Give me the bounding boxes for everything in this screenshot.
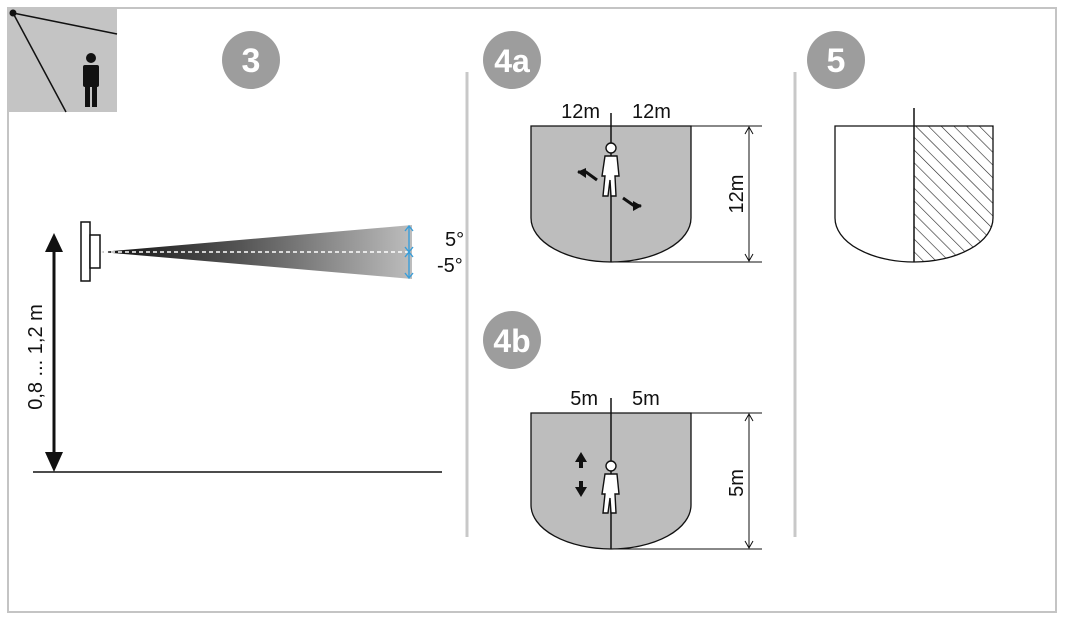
range-4a-depth: 12m <box>726 175 748 214</box>
step-badge-4b: 4b <box>483 311 541 369</box>
mounting-height-label: 0,8 ... 1,2 m <box>25 304 47 410</box>
step-badge-3: 3 <box>222 31 280 89</box>
walk-arrows-toward <box>575 452 587 497</box>
step-badge-5: 5 <box>807 31 865 89</box>
step-badge-4a: 4a <box>483 31 541 89</box>
ceiling-detector-person-icon <box>9 9 118 113</box>
height-arrow-top <box>45 233 63 252</box>
detection-beam <box>101 225 412 279</box>
height-arrow-bottom <box>45 452 63 472</box>
wall-sensor-icon <box>80 221 101 282</box>
svg-text:4b: 4b <box>493 323 530 359</box>
masking-zone <box>834 108 994 263</box>
angle-down-label: -5° <box>437 255 463 277</box>
range-4b-left-width: 5m <box>570 388 598 410</box>
angle-markers <box>404 224 414 280</box>
svg-text:4a: 4a <box>494 43 530 79</box>
diagram-frame <box>7 7 1057 613</box>
range-4a-left-width: 12m <box>561 101 600 123</box>
walking-person-icon <box>601 142 620 197</box>
angle-up-label: 5° <box>445 229 464 251</box>
walking-person-icon <box>601 460 620 514</box>
range-4b-right-width: 5m <box>632 388 660 410</box>
range-4b-depth: 5m <box>726 469 748 497</box>
range-4a-right-width: 12m <box>632 101 671 123</box>
svg-text:5: 5 <box>827 42 846 80</box>
svg-text:3: 3 <box>242 42 261 80</box>
